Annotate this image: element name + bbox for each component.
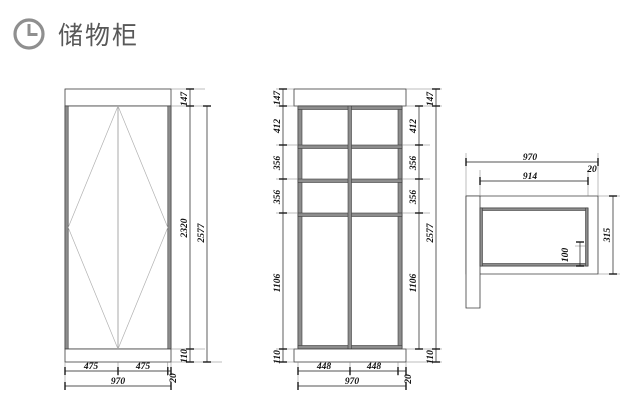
dim-chain-bottom-d1: 475 475 20 970 xyxy=(64,362,179,390)
bottom-plinth-2 xyxy=(293,348,407,363)
plan-left-leg xyxy=(465,195,481,309)
dim-chain-right-d1: 147 2320 110 2577 xyxy=(171,88,222,363)
top-cap-band xyxy=(64,88,172,107)
dim-20-d1: 20 xyxy=(169,373,179,384)
dim-chain-top-d3: 970 20 914 xyxy=(465,153,599,196)
dim-315-d3: 315 xyxy=(598,195,620,275)
dim-110-outer-d2: 110 xyxy=(426,350,436,364)
right-side-panel xyxy=(397,105,403,350)
dim-100-label-d3: 100 xyxy=(561,248,571,263)
dim-356-right-b-d2: 356 xyxy=(409,190,419,206)
drawing-front-elevation-interior: 147 412 356 356 1106 110 412 356 356 xyxy=(273,88,442,390)
dim-356-right-a-d2: 356 xyxy=(409,156,419,172)
dim-475-a-d1: 475 xyxy=(83,362,99,372)
dim-147-outer-d2: 147 xyxy=(426,91,436,107)
dim-914-d3: 914 xyxy=(523,172,538,182)
dim-356-left-b-d2: 356 xyxy=(273,190,283,206)
dim-315-label-d3: 315 xyxy=(603,228,613,244)
dim-110-d1: 110 xyxy=(180,349,190,363)
clock-icon xyxy=(13,18,45,50)
page-title: 储物柜 xyxy=(58,21,140,50)
center-divider xyxy=(347,105,352,350)
dim-970-d3: 970 xyxy=(523,153,538,163)
dim-20-d2: 20 xyxy=(404,374,414,385)
dim-412-left-d2: 412 xyxy=(273,119,283,135)
drawing-front-elevation-doors: 147 2320 110 2577 475 475 20 xyxy=(64,88,222,390)
dim-147-d1: 147 xyxy=(180,91,190,107)
dim-356-left-a-d2: 356 xyxy=(273,156,283,172)
left-stile xyxy=(64,105,69,350)
bottom-plinth xyxy=(64,348,172,363)
plan-front-band xyxy=(479,263,589,267)
drawing-plan-view: 970 20 914 315 100 xyxy=(465,153,620,309)
door-swing-diamond xyxy=(67,105,169,350)
plan-inner-cavity xyxy=(479,207,589,267)
dim-1106-left-d2: 1106 xyxy=(273,274,283,293)
dim-412-right-d2: 412 xyxy=(409,119,419,135)
top-cap-band-2 xyxy=(293,88,407,107)
plan-right-band xyxy=(585,207,589,267)
drawing-svg-root: 147 2320 110 2577 475 475 20 xyxy=(64,88,620,390)
dim-448-a-d2: 448 xyxy=(316,362,332,372)
dim-chain-left-d2: 147 412 356 356 1106 110 xyxy=(273,88,298,364)
dim-chain-bottom-d2: 448 448 20 970 xyxy=(297,362,414,390)
dim-2577-d1: 2577 xyxy=(197,222,207,243)
dim-475-b-d1: 475 xyxy=(135,362,151,372)
dim-100-d3: 100 xyxy=(561,241,586,267)
dim-chain-right-d2: 412 356 356 1106 147 2577 110 xyxy=(402,88,442,364)
page-header: 储物柜 xyxy=(0,0,640,68)
plan-left-band xyxy=(479,207,483,267)
dim-970-d1: 970 xyxy=(111,377,126,387)
dim-110-left-d2: 110 xyxy=(273,350,283,364)
dim-1106-right-d2: 1106 xyxy=(409,274,419,293)
dim-448-b-d2: 448 xyxy=(366,362,382,372)
plan-back-band xyxy=(479,207,589,211)
technical-drawing-canvas: 147 2320 110 2577 475 475 20 xyxy=(0,68,640,420)
dim-2577-outer-d2: 2577 xyxy=(426,222,436,243)
right-stile xyxy=(167,105,172,350)
dim-970-d2: 970 xyxy=(345,377,360,387)
left-side-panel xyxy=(297,105,303,350)
dim-147-left-d2: 147 xyxy=(273,90,283,106)
dim-2320-d1: 2320 xyxy=(180,218,190,238)
dim-20-d3: 20 xyxy=(586,165,597,175)
